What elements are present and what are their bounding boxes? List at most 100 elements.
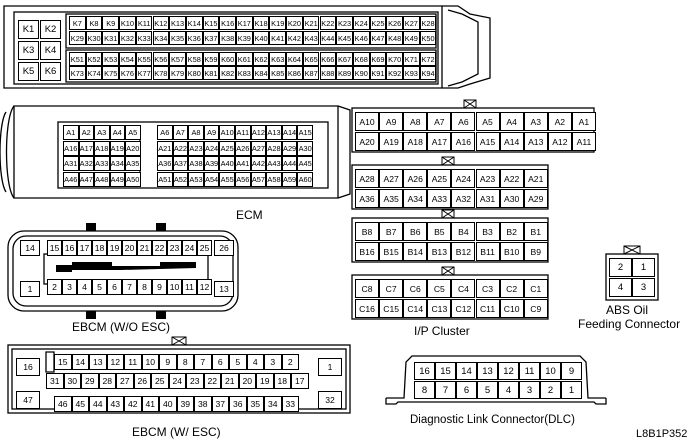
pin-cell: K33: [135, 31, 153, 45]
pin-cell: 5: [229, 354, 247, 370]
pin-cell: K93: [403, 66, 420, 80]
pin-cell: C5: [427, 279, 452, 298]
pin-cell: A32: [78, 156, 94, 171]
pin-cell: K14: [185, 16, 203, 30]
pin-cell: A8: [188, 125, 204, 140]
pin-cell: A15: [297, 125, 313, 140]
pin-cell: A25: [427, 169, 452, 188]
pin-cell: A53: [188, 171, 204, 187]
pin-cell: K83: [236, 66, 253, 80]
pin-cell: A52: [172, 171, 189, 187]
pin-cell: 43: [106, 396, 124, 412]
pin-cell: C11: [475, 299, 500, 318]
pin-cell: A41: [235, 156, 251, 171]
pin-cell: K4: [40, 41, 61, 60]
pin-cell: B1: [523, 222, 548, 241]
pin-cell: K64: [286, 52, 303, 66]
pin-cell: B2: [499, 222, 524, 241]
pin-cell: K15: [202, 16, 220, 30]
pin-cell: 2: [540, 381, 561, 399]
pin-cell: K69: [369, 52, 387, 66]
pin-cell: A49: [109, 171, 125, 187]
pin-cell: K39: [236, 31, 253, 45]
pin-cell: A36: [355, 189, 380, 208]
pin-cell: 2: [281, 354, 299, 370]
pin-cell: 45: [71, 396, 89, 412]
pin-cell: 11: [124, 354, 142, 370]
pin-cell: K63: [269, 52, 287, 66]
pin-cell: 41: [141, 396, 159, 412]
abs-label-line1: ABS Oil: [606, 303, 649, 317]
pin-cell: K85: [269, 66, 287, 80]
pin-cell: 22: [152, 240, 167, 256]
pin-cell: 8: [137, 279, 152, 295]
pin-cell: K31: [102, 31, 120, 45]
pin-cell: 44: [89, 396, 107, 412]
pin-cell: K66: [319, 52, 337, 66]
pin-cell: 32: [318, 391, 342, 409]
pin-cell: A50: [125, 171, 141, 187]
pin-cell: 3: [264, 354, 282, 370]
pin-cell: 46: [54, 396, 72, 412]
pin-cell: B3: [475, 222, 500, 241]
pin-cell: 5: [477, 381, 498, 399]
pin-cell: K89: [336, 66, 353, 80]
pin-cell: K74: [85, 66, 103, 80]
pin-cell: K57: [169, 52, 186, 66]
pin-cell: B16: [355, 242, 380, 261]
pin-cell: K13: [169, 16, 186, 30]
pin-cell: K20: [286, 16, 303, 30]
pin-cell: A7: [427, 112, 452, 131]
pin-cell: K90: [352, 66, 370, 80]
pin-cell: B11: [475, 242, 500, 261]
pin-cell: A5: [475, 112, 500, 131]
pin-cell: 1: [318, 358, 342, 376]
pin-cell: K46: [352, 31, 370, 45]
pin-cell: K44: [319, 31, 337, 45]
pin-cell: 6: [107, 279, 122, 295]
pin-cell: A19: [109, 140, 125, 156]
dlc-label: Diagnostic Link Connector(DLC): [410, 414, 575, 426]
pin-cell: A25: [219, 140, 235, 156]
pin-cell: A40: [219, 156, 235, 171]
pin-cell: 28: [98, 373, 116, 389]
pin-cell: A24: [451, 169, 476, 188]
pin-cell: K34: [152, 31, 170, 45]
pin-cell: A12: [250, 125, 267, 140]
ecm-label: ECM: [236, 208, 263, 222]
pin-cell: A33: [94, 156, 110, 171]
pin-cell: K75: [102, 66, 120, 80]
pin-cell: C14: [403, 299, 428, 318]
pin-cell: A9: [379, 112, 404, 131]
pin-cell: 13: [89, 354, 107, 370]
pin-cell: K43: [302, 31, 320, 45]
pin-cell: A2: [78, 125, 94, 140]
pin-cell: 15: [47, 240, 62, 256]
pin-cell: 8: [414, 381, 435, 399]
pin-cell: A30: [499, 189, 524, 208]
pin-cell: K58: [185, 52, 203, 66]
pin-cell: A6: [157, 125, 173, 140]
pin-cell: K53: [102, 52, 120, 66]
pin-cell: C3: [475, 279, 500, 298]
pin-cell: 36: [229, 396, 247, 412]
pin-cell: 18: [92, 240, 107, 256]
pin-cell: 9: [561, 362, 582, 380]
pin-cell: C8: [355, 279, 380, 298]
pin-cell: 37: [211, 396, 229, 412]
pin-cell: K50: [419, 31, 437, 45]
pin-cell: A2: [547, 112, 572, 131]
pin-cell: K37: [202, 31, 220, 45]
pin-cell: 3: [632, 278, 655, 297]
pin-cell: 1: [632, 258, 655, 277]
pin-cell: 38: [194, 396, 212, 412]
pin-cell: K8: [85, 16, 103, 30]
pin-cell: 22: [203, 373, 221, 389]
pin-cell: K86: [286, 66, 303, 80]
pin-cell: C16: [355, 299, 380, 318]
pin-cell: C15: [379, 299, 404, 318]
pin-cell: 18: [273, 373, 291, 389]
pin-cell: 23: [186, 373, 204, 389]
pin-cell: 14: [71, 354, 89, 370]
pin-cell: K26: [386, 16, 403, 30]
